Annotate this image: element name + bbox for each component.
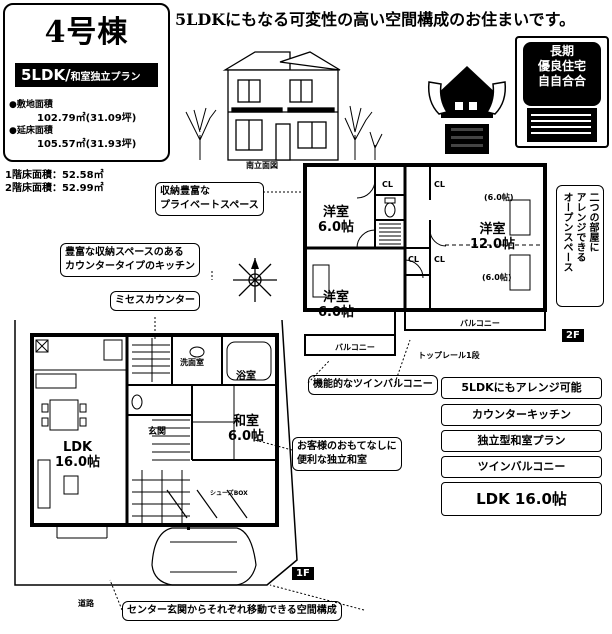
- open-space-text: 二つの部屋に アレンジできる オープンスペース: [561, 192, 598, 272]
- room-2f-east-label: 洋室 12.0帖: [470, 222, 516, 252]
- floor2-area: 2階床面積：52.99㎡: [5, 183, 104, 194]
- open-space-callout: 二つの部屋に アレンジできる オープンスペース: [556, 185, 604, 307]
- plan-type: 5LDK/: [21, 66, 71, 84]
- floor-tag-2f: 2F: [562, 329, 584, 342]
- top-rail-note: トップレール1段: [418, 351, 480, 360]
- property-header: 4号棟 5LDK/和室独立プラン ●敷地面積 102.79㎡(31.09坪) ●…: [3, 3, 170, 162]
- genkan-label: 玄関: [148, 427, 167, 437]
- balcony-callout: 機能的なツインバルコニー: [308, 375, 438, 395]
- balcony-2f-left: バルコニー: [335, 343, 375, 352]
- quality-badge: 長期 優良住宅 自自合合: [515, 36, 609, 148]
- room-2f-west-top-label: 洋室 6.0帖: [318, 205, 355, 235]
- closet-2f-1: CL: [382, 180, 393, 189]
- room-2f-west-top: 洋室 6.0帖: [318, 205, 354, 235]
- badge-line2: 優良住宅: [537, 59, 586, 73]
- feature-3: 独立型和室プラン: [441, 430, 602, 452]
- badge-line1: 長期: [549, 44, 574, 58]
- balcony-2f-right: バルコニー: [460, 319, 500, 328]
- room-2f-west-bottom-label: 洋室 6.0帖: [318, 290, 355, 320]
- elevation-caption: 南立面図: [246, 161, 278, 170]
- badge-line3: 自自合合: [537, 74, 586, 88]
- room-2f-east-bottom-note: (6.0帖): [482, 273, 512, 282]
- private-space-callout: 収納豊富な プライベートスペース: [155, 182, 264, 216]
- feature-4: ツインバルコニー: [441, 456, 602, 478]
- closet-2f-4: CL: [434, 255, 445, 264]
- entrance-callout: センター玄関からそれぞれ移動できる空間構成: [122, 601, 342, 621]
- floor1-area: 1階床面積：52.58㎡: [5, 170, 104, 181]
- guest-room-callout: お客様のおもてなしに 便利な独立和室: [292, 437, 402, 471]
- room-2f-east-top-note: (6.0帖): [484, 193, 514, 202]
- room-1f-ldk-label: LDK 16.0帖: [55, 440, 101, 470]
- room-2f-west-bottom: 洋室 6.0帖: [318, 290, 354, 320]
- shoes-label: シューズBOX: [210, 490, 248, 497]
- south-elevation-drawing: [185, 51, 383, 161]
- floor-area-value: 105.57㎡(31.93坪): [37, 139, 137, 150]
- bath-label: 浴室: [236, 371, 256, 382]
- kitchen-callout: 豊富な収納スペースのある カウンタータイプのキッチン: [60, 243, 200, 277]
- house-hands-icon: [427, 66, 507, 154]
- room-1f-washitsu-label: 和室 6.0帖: [228, 414, 265, 444]
- badge-frame: [523, 42, 601, 142]
- road-label: 道路: [78, 599, 94, 608]
- washroom-label: 洗面室: [180, 358, 204, 367]
- land-area-value: 102.79㎡(31.09坪): [37, 113, 137, 124]
- closet-2f-3: CL: [408, 255, 419, 264]
- floor-tag-1f: 1F: [292, 567, 314, 580]
- compass-icon: [233, 258, 277, 302]
- room-1f-ldk: LDK 16.0帖: [55, 440, 100, 470]
- room-2f-east: 洋室 12.0帖: [470, 222, 515, 252]
- feature-5: LDK 16.0帖: [441, 482, 602, 516]
- plan-band: 5LDK/和室独立プラン: [15, 63, 158, 87]
- feature-2: カウンターキッチン: [441, 404, 602, 426]
- feature-1: 5LDKにもアレンジ可能: [441, 377, 602, 399]
- headline: 5LDKにもなる可変性の高い空間構成のお住まいです。: [175, 10, 576, 29]
- mrs-counter-callout: ミセスカウンター: [110, 291, 200, 311]
- plan-subtype: 和室独立プラン: [70, 72, 141, 83]
- building-number: 4号棟: [44, 15, 129, 50]
- closet-2f-2: CL: [434, 180, 445, 189]
- room-1f-washitsu: 和室 6.0帖: [228, 414, 264, 444]
- floor-area-label: ●延床面積: [9, 126, 53, 136]
- floor-plan-2f: [303, 163, 547, 356]
- land-area-label: ●敷地面積: [9, 100, 53, 110]
